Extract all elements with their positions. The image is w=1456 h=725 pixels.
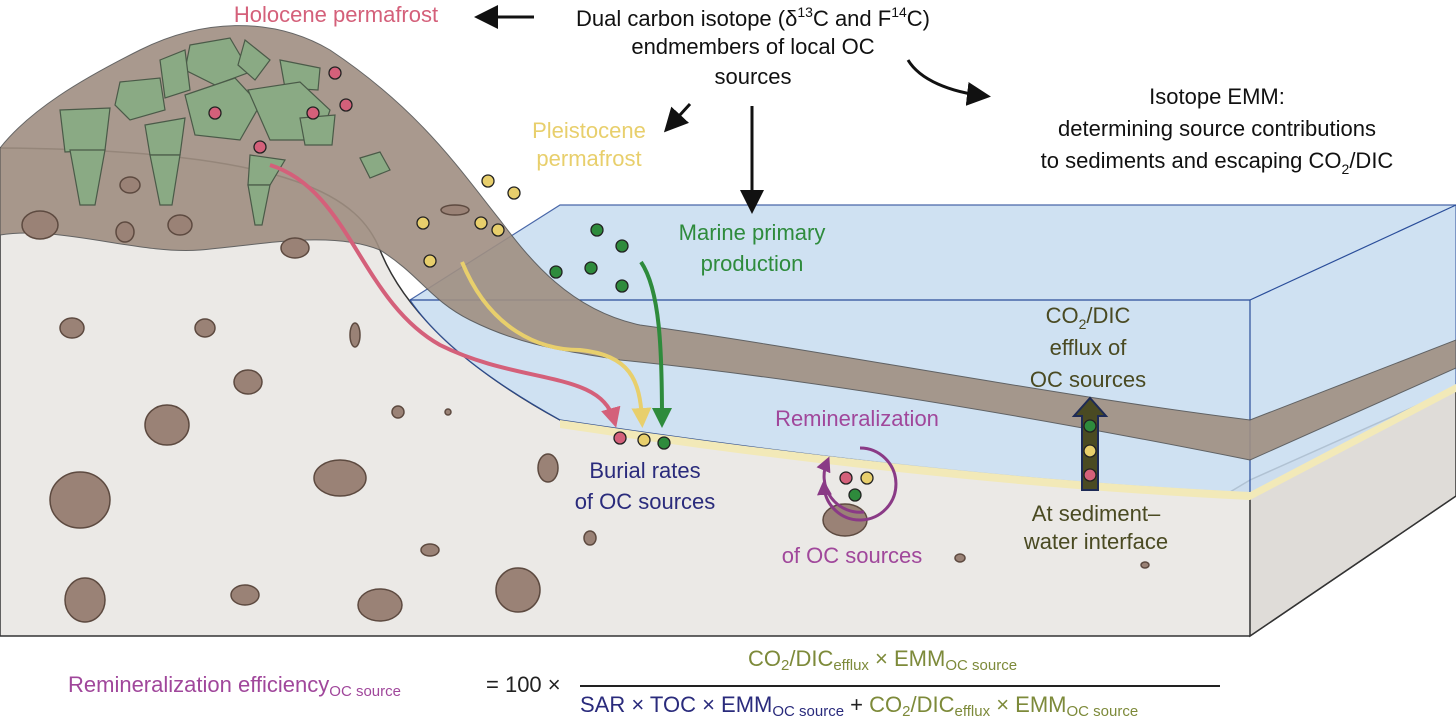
marine-label-2: production	[701, 251, 804, 276]
emm-label-1: Isotope EMM:	[1149, 84, 1285, 109]
formula-lhs: Remineralization efficiencyOC source	[68, 672, 401, 700]
remineralization-label-2: of OC sources	[782, 543, 923, 568]
formula-equals: = 100 ×	[486, 672, 561, 697]
sediment-water-interface	[560, 384, 1456, 500]
permafrost-hill	[0, 25, 1456, 461]
pleistocene-burial-arrow	[460, 261, 652, 428]
burial-label-1: Burial rates	[589, 458, 700, 483]
swi-label-1: At sediment–	[1032, 501, 1161, 526]
efflux-label-3: OC sources	[1030, 367, 1146, 392]
remineralization-efficiency-formula: Remineralization efficiencyOC source = 1…	[68, 640, 1248, 725]
efflux-arrow	[1071, 396, 1109, 491]
formula-fraction-bar	[580, 685, 1220, 687]
marine-particles	[549, 223, 629, 293]
water-top-right-edge	[1249, 204, 1456, 301]
formula-denominator: SAR × TOC × EMMOC source + CO2/DICefflux…	[580, 692, 1139, 720]
pleistocene-particles	[416, 174, 521, 268]
holocene-label: Holocene permafrost	[234, 2, 438, 27]
marine-burial-arrow	[639, 260, 672, 428]
tundra-polygons	[59, 37, 391, 226]
rocks	[21, 176, 1150, 623]
arrow-to-emm	[906, 59, 991, 106]
pleistocene-label-1: Pleistocene	[532, 118, 646, 143]
remineralization-label-1: Remineralization	[775, 406, 939, 431]
emm-label-3: to sediments and escaping CO2/DIC	[1041, 148, 1394, 177]
pleistocene-label-2: permafrost	[536, 146, 641, 171]
arrow-to-pleistocene	[663, 102, 692, 133]
holocene-particles	[208, 66, 353, 154]
marine-label-1: Marine primary	[679, 220, 826, 245]
buried-particles	[613, 431, 671, 450]
emm-label-2: determining source contributions	[1058, 116, 1376, 141]
formula-numerator: CO2/DICefflux × EMMOC source	[748, 646, 1018, 674]
burial-label-2: of OC sources	[575, 489, 716, 514]
dual-isotope-label: Dual carbon isotope (δ13C and F14C)	[576, 4, 930, 31]
remineralization-cycle	[816, 446, 898, 522]
holocene-burial-arrow	[269, 163, 621, 428]
efflux-label-1: CO2/DIC	[1046, 303, 1131, 332]
swi-label-2: water interface	[1023, 529, 1168, 554]
dual-isotope-label-3: sources	[714, 64, 791, 89]
dual-isotope-label-2: endmembers of local OC	[631, 34, 874, 59]
efflux-label-2: efflux of	[1050, 335, 1128, 360]
